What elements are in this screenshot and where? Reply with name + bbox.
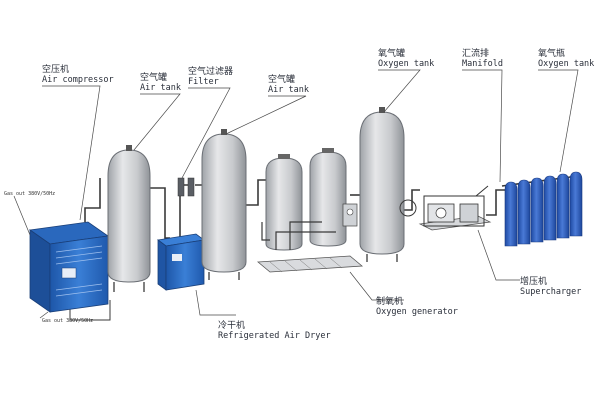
label-air-compressor: 空压机 Air compressor	[42, 66, 114, 85]
oxygen-tank	[359, 107, 417, 262]
label-oxygen-generator-en: Oxygen generator	[376, 307, 458, 317]
side-note-bottom: Gas out 380V/50Hz	[42, 318, 94, 324]
side-note-top: Gas out 380V/50Hz	[4, 191, 56, 197]
label-oxygen-tank-cn: 氧气罐	[378, 49, 406, 59]
label-air-tank-1-cn: 空气罐	[140, 73, 168, 83]
label-manifold-cn: 汇流排	[462, 49, 490, 59]
label-refrigerated-air-dryer-en: Refrigerated Air Dryer	[218, 331, 331, 341]
pipe-compressor-base	[69, 300, 111, 321]
oxygen-cylinder-bank	[501, 171, 583, 247]
pipe-tank-to-dryer	[150, 187, 170, 239]
label-oxygen-tank-en: Oxygen tank	[378, 59, 435, 69]
label-air-tank-1: 空气罐 Air tank	[140, 74, 181, 93]
label-air-tank-2: 空气罐 Air tank	[268, 76, 309, 95]
label-oxygen-generator: 制氧机 Oxygen generator	[376, 298, 458, 317]
air-tank-2	[201, 129, 247, 280]
label-oxygen-cylinders-en: Oxygen tank	[538, 59, 595, 69]
air-compressor	[28, 221, 110, 313]
label-air-compressor-en: Air compressor	[42, 75, 114, 85]
label-air-tank-2-cn: 空气罐	[268, 75, 296, 85]
label-refrigerated-air-dryer: 冷干机 Refrigerated Air Dryer	[218, 322, 331, 341]
label-oxygen-tank: 氧气罐 Oxygen tank	[378, 50, 434, 69]
label-supercharger-en: Supercharger	[520, 287, 582, 297]
label-air-compressor-cn: 空压机	[42, 65, 70, 75]
label-refrigerated-air-dryer-cn: 冷干机	[218, 321, 246, 331]
pipe-supercharger-to-manifold	[486, 189, 505, 216]
pipe-compressor-to-tank	[84, 178, 101, 222]
leader-lines	[13, 69, 579, 319]
filter-unit	[177, 177, 195, 197]
label-oxygen-generator-cn: 制氧机	[376, 297, 404, 307]
supercharger	[418, 185, 492, 231]
pipe-airtank-to-generator	[246, 179, 270, 206]
label-manifold: 汇流排 Manifold	[462, 50, 503, 69]
label-manifold-en: Manifold	[462, 59, 503, 69]
oxygen-generator	[256, 148, 364, 273]
label-filter-cn: 空气过滤器	[188, 67, 234, 77]
label-air-tank-1-en: Air tank	[140, 83, 181, 93]
refrigerated-air-dryer	[157, 233, 205, 291]
air-tank-1	[107, 145, 151, 292]
pipe-o2tank-to-supercharger	[402, 189, 420, 211]
label-oxygen-cylinders-cn: 氧气瓶	[538, 49, 566, 59]
label-filter: 空气过滤器 Filter	[188, 68, 233, 87]
label-air-tank-2-en: Air tank	[268, 85, 309, 95]
label-filter-en: Filter	[188, 77, 219, 87]
label-oxygen-cylinders: 氧气瓶 Oxygen tank	[538, 50, 594, 69]
label-supercharger-cn: 增压机	[520, 277, 548, 287]
label-supercharger: 增压机 Supercharger	[520, 278, 581, 297]
